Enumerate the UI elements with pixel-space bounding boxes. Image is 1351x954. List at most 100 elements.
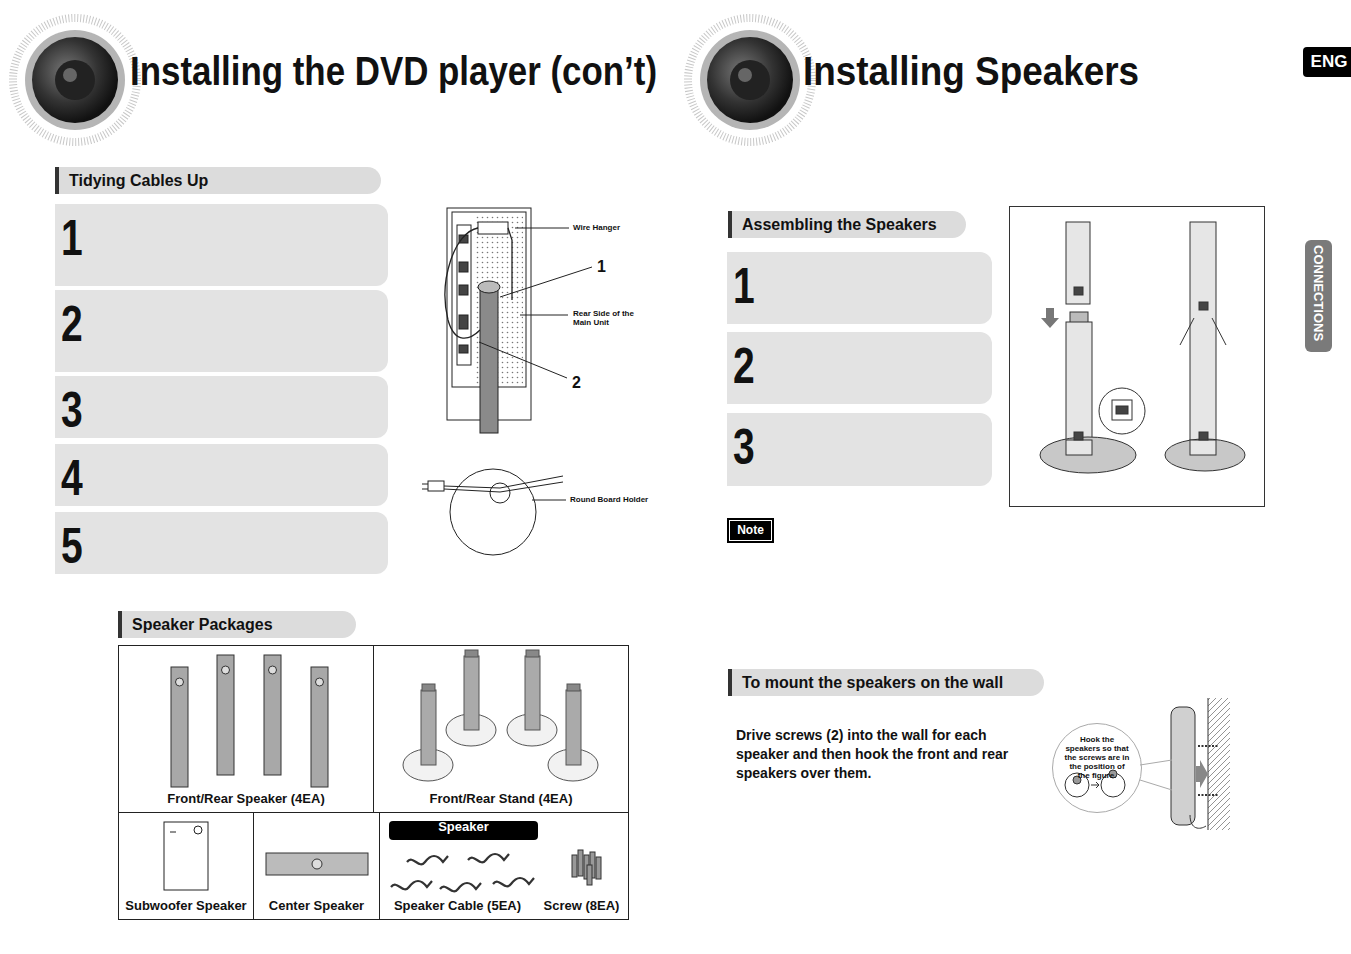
step-box: 3 — [55, 376, 388, 438]
package-table — [373, 645, 374, 812]
subwoofer — [194, 826, 202, 834]
front-rear-speakers — [176, 678, 184, 686]
front-rear-stands — [421, 690, 436, 765]
note-badge: Note — [727, 518, 774, 543]
package-cell: Screw (8EA) — [535, 813, 628, 919]
speaker-logo — [738, 68, 752, 82]
package-cell: Subwoofer Speaker — [119, 813, 253, 919]
detail-circle: Hook the speakers so that the screws are… — [1052, 723, 1142, 813]
front-rear-stands — [567, 684, 580, 691]
screws — [596, 857, 601, 879]
assembly-figure — [1040, 437, 1136, 473]
wall-mount-figure — [1171, 707, 1195, 825]
chapter-tab-text: CONNECTIONS — [1310, 245, 1327, 341]
front-rear-speakers — [171, 667, 188, 787]
package-table — [118, 645, 629, 920]
package-table — [379, 812, 380, 919]
front-rear-speakers — [269, 666, 277, 674]
front-rear-stands — [422, 684, 435, 691]
main-unit-rear — [459, 285, 468, 295]
front-rear-speakers — [264, 655, 281, 775]
language-tab: ENG — [1303, 47, 1351, 77]
step-box: 2 — [727, 332, 992, 404]
callout-number: 1 — [596, 257, 607, 276]
round-board-holder — [444, 482, 563, 492]
assembly-figure — [1112, 400, 1132, 420]
package-table — [118, 812, 628, 813]
assembly-figure — [1074, 432, 1083, 440]
subwoofer — [164, 822, 208, 890]
main-unit-rear — [520, 315, 568, 316]
wall-mount-figure — [1190, 815, 1206, 828]
main-unit-rear — [508, 228, 512, 300]
screws — [572, 855, 577, 877]
section-band: To mount the speakers on the wall — [728, 669, 1044, 696]
assembly-figure — [1199, 302, 1208, 310]
step-box-text: 1 — [61, 210, 83, 266]
front-rear-stands — [403, 650, 598, 781]
main-unit-rear — [445, 228, 480, 338]
speaker-logo — [25, 30, 125, 130]
main-unit-rear — [459, 315, 468, 329]
main-unit-rear — [459, 262, 468, 272]
wall-mount-figure — [1198, 794, 1218, 796]
assembly-figure — [1099, 388, 1145, 434]
assembly-figure — [1180, 318, 1194, 345]
step-box-text: 2 — [733, 338, 755, 394]
language-tab-text: ENG — [1303, 47, 1351, 77]
step-box: 4 — [55, 444, 388, 506]
wall-mount-figure — [1198, 745, 1218, 747]
assembly-figure — [1116, 406, 1128, 414]
callout-number: 2 — [571, 373, 582, 392]
assembly-figure — [1066, 440, 1092, 455]
speaker-logo — [707, 37, 793, 123]
front-rear-speakers — [222, 666, 230, 674]
package-cell-text: Front/Rear Speaker (4EA) — [119, 791, 373, 806]
assembly-figure — [1165, 439, 1245, 471]
speaker-cables — [391, 881, 432, 889]
section-band: Speaker Packages — [118, 611, 356, 638]
speaker-logo — [13, 18, 137, 142]
main-unit-rear — [479, 342, 567, 378]
speaker-logo — [700, 30, 800, 130]
main-unit-rear — [478, 222, 508, 234]
package-table — [253, 812, 254, 919]
page-title: Installing Speakers — [803, 48, 1139, 95]
step-box-text: 2 — [61, 296, 83, 352]
speaker-logo — [55, 60, 95, 100]
assembly-figure — [1010, 207, 1265, 507]
category-label: Speaker — [389, 821, 538, 840]
package-cell-text: Subwoofer Speaker — [119, 898, 253, 913]
assembly-figure — [1199, 432, 1208, 440]
main-unit-rear — [478, 281, 500, 293]
assembly-figure — [1074, 287, 1083, 295]
speaker-cables — [407, 856, 448, 864]
section-band: Assembling the Speakers — [728, 211, 966, 238]
package-cell-text: Front/Rear Stand (4EA) — [374, 791, 628, 806]
package-cell-text: Center Speaker — [254, 898, 379, 913]
front-rear-stands — [525, 656, 540, 730]
section-band-text: Tidying Cables Up — [69, 170, 371, 191]
part-label: Wire Hanger — [572, 223, 621, 232]
speaker-logo — [730, 60, 770, 100]
speaker-cables — [391, 854, 534, 891]
wall-mount-figure — [1196, 760, 1208, 788]
step-box: 1 — [55, 204, 388, 286]
wall-mount-figure — [1140, 760, 1172, 765]
package-cell: Speaker Cable (5EA)Speaker — [380, 813, 535, 919]
assembly-figure — [1190, 440, 1216, 455]
main-unit-rear — [500, 267, 592, 297]
round-board-holder — [422, 489, 428, 490]
assembly-figure — [1041, 308, 1059, 328]
body-text: Drive screws (2) into the wall for each … — [736, 726, 1021, 783]
front-rear-speakers — [171, 655, 328, 787]
screws — [587, 865, 592, 885]
subwoofer — [164, 822, 208, 890]
wall-mount-figure — [1208, 698, 1230, 830]
speaker-logo — [63, 68, 77, 82]
section-band-text: To mount the speakers on the wall — [742, 672, 1034, 693]
front-rear-stands — [566, 690, 581, 765]
step-box: 2 — [55, 290, 388, 372]
assembly-figure — [1066, 322, 1092, 455]
speaker-logo — [13, 18, 137, 142]
